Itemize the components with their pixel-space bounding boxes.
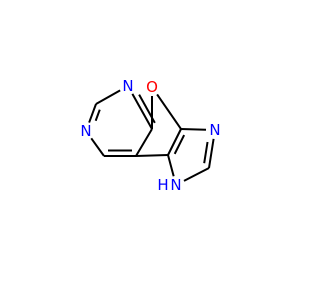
bond-inner-c8-c12 xyxy=(173,134,186,155)
bond-inner-n1-c2 xyxy=(94,109,101,122)
bond-n9-c10 xyxy=(208,138,215,169)
bond-c10-n11 xyxy=(183,167,210,182)
bond-c2-n3 xyxy=(95,89,121,105)
atom-label-n11: N xyxy=(170,176,181,194)
bond-n1-c2 xyxy=(88,103,97,123)
bond-c12-c5 xyxy=(135,154,169,157)
bond-o7-c8 xyxy=(156,93,182,130)
atom-label-n9: N xyxy=(209,121,220,139)
atom-label-o7: O xyxy=(146,78,158,96)
bond-c4-c5 xyxy=(135,128,153,157)
atom-label-n1: N xyxy=(80,122,91,140)
bond-c6-n1 xyxy=(90,137,105,157)
bond-c8-n9 xyxy=(180,128,207,131)
bond-n11-c12 xyxy=(167,154,175,177)
bond-c8-c12 xyxy=(167,128,182,156)
bond-layer xyxy=(88,89,215,182)
atom-label-h11: H xyxy=(157,176,168,194)
bond-n3-c4 xyxy=(131,93,153,130)
atom-label-n3: N xyxy=(122,77,133,95)
bond-inner-n9-c10 xyxy=(203,141,209,164)
